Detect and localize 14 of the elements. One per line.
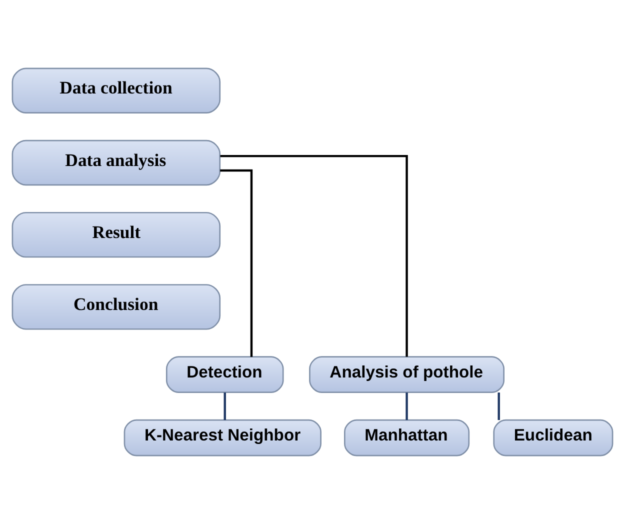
node-box: K-Nearest Neighbor [124,419,322,456]
node-box: Analysis of pothole [309,356,505,393]
node-box: Result [12,212,221,258]
node-box: Detection [166,356,284,393]
connector [498,392,500,420]
connector [224,392,226,420]
connector [220,154,408,357]
node-box: Euclidean [493,419,614,456]
connector [406,392,408,420]
node-box: Conclusion [12,284,221,330]
connector [220,169,253,357]
node-box: Data analysis [12,140,221,186]
node-box: Data collection [12,68,221,114]
node-box: Manhattan [344,419,470,456]
